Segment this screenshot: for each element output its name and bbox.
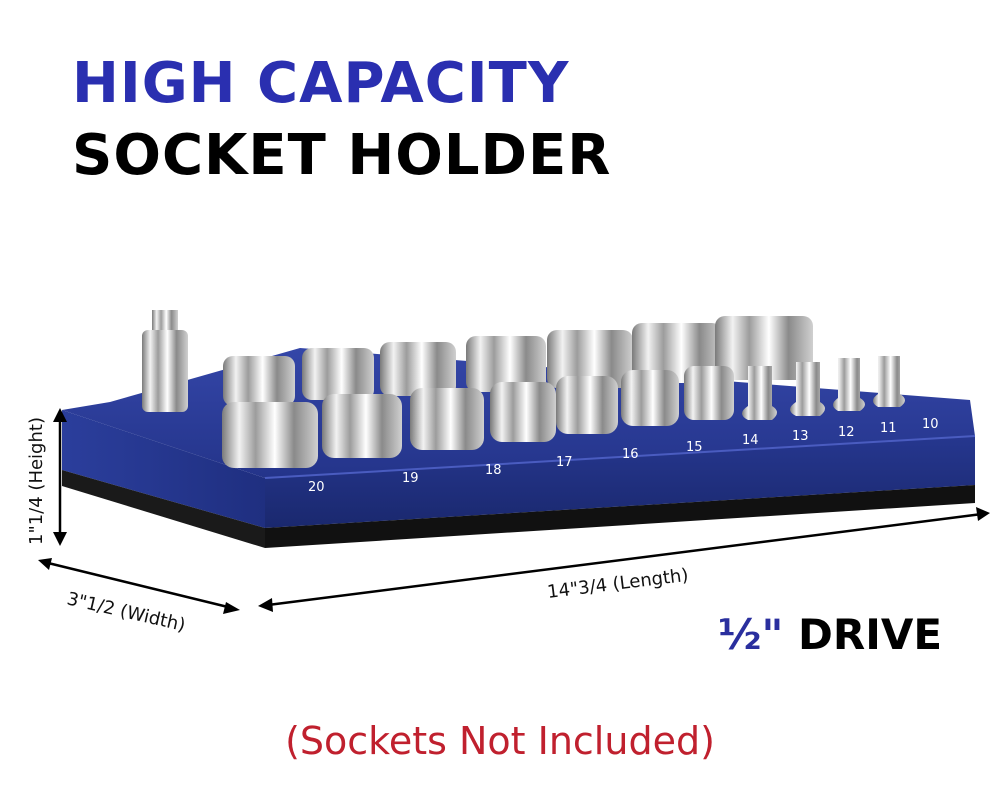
slot-numbers: 20 19 18 17 16 15 14 13 12 11 10 — [308, 417, 939, 495]
socket — [684, 366, 734, 420]
drive-text: DRIVE — [797, 610, 943, 659]
slot-number: 14 — [742, 433, 759, 448]
length-label: 14"3/4 (Length) — [546, 565, 690, 603]
socket — [322, 394, 402, 458]
slot-number: 12 — [838, 425, 855, 440]
socket — [222, 402, 318, 468]
socket — [410, 388, 484, 450]
slot-number: 20 — [308, 480, 325, 495]
socket — [223, 356, 295, 406]
drive-fraction: ½" — [718, 610, 784, 659]
socket — [715, 316, 813, 380]
rubber-base-left — [62, 470, 265, 548]
back-row-sockets — [223, 316, 813, 406]
slot-number: 13 — [792, 429, 809, 444]
slot-number: 11 — [880, 421, 897, 436]
rubber-base-front — [265, 485, 975, 548]
socket — [466, 336, 546, 392]
length-dimension — [258, 507, 990, 612]
slot-number: 17 — [556, 455, 573, 470]
drive-size-label: ½" DRIVE — [718, 614, 942, 656]
tray-edge-highlight — [264, 435, 976, 479]
socket — [380, 342, 456, 396]
tray-left-face — [62, 410, 265, 528]
headline-socket-holder: SOCKET HOLDER — [72, 123, 612, 188]
socket — [621, 370, 679, 426]
socket — [490, 382, 556, 442]
socket — [556, 376, 618, 434]
slot-number: 19 — [402, 471, 419, 486]
width-dimension — [38, 558, 240, 614]
width-label: 3"1/2 (Width) — [65, 588, 187, 636]
socket — [547, 330, 633, 388]
headline-high-capacity: HIGH CAPACITY — [72, 51, 570, 116]
socket — [833, 358, 865, 411]
socket — [742, 366, 777, 420]
tray-front-face — [265, 436, 975, 528]
socket — [302, 348, 374, 400]
height-label: 1"1/4 (Height) — [26, 417, 47, 545]
slot-number: 10 — [922, 417, 939, 432]
drive-adapter — [142, 310, 188, 412]
height-dimension — [53, 408, 67, 546]
socket — [873, 356, 905, 407]
slot-number: 15 — [686, 440, 703, 455]
slot-number: 18 — [485, 463, 502, 478]
socket — [790, 362, 825, 416]
slot-number: 16 — [622, 447, 639, 462]
sockets-not-included-note: (Sockets Not Included) — [285, 719, 715, 763]
front-row-sockets — [222, 356, 905, 468]
